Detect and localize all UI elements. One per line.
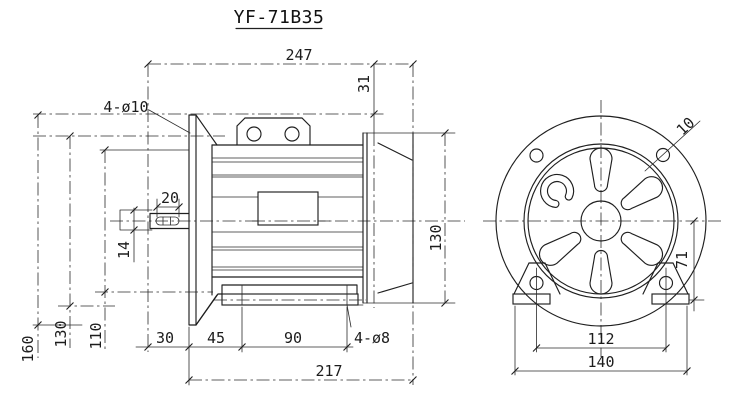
dim-fan-cover-diameter: 130 bbox=[427, 224, 445, 251]
extension-lines-dashdot bbox=[33, 64, 414, 385]
feet-side bbox=[195, 284, 366, 326]
dim-overall-length: 247 bbox=[285, 46, 312, 64]
flange-hole-leader bbox=[148, 109, 191, 134]
dim-shaft-extension: 30 bbox=[156, 329, 174, 347]
front-view bbox=[483, 100, 723, 357]
hub-circle bbox=[580, 200, 622, 242]
dim-spigot: 110 bbox=[87, 322, 105, 349]
slot-lower-left bbox=[538, 231, 582, 266]
dim-keyway-length: 20 bbox=[161, 189, 179, 207]
motor-body bbox=[211, 144, 364, 278]
front-dimensions: 10 71 112 140 bbox=[511, 114, 705, 376]
slot-top bbox=[589, 147, 613, 193]
flange-hole-dia-leader bbox=[644, 120, 701, 172]
slot-bottom bbox=[589, 249, 613, 295]
dim-flange-to-foot-hole: 45 bbox=[207, 329, 225, 347]
foot-pad-right bbox=[651, 293, 690, 305]
callout-flange-holes: 4-ø10 bbox=[103, 98, 148, 116]
dim-foot-hole-spacing: 90 bbox=[284, 329, 302, 347]
foot-pad-side bbox=[221, 293, 359, 306]
slot-lower-right bbox=[620, 231, 664, 266]
side-dimensions: 247 31 4-ø10 20 14 160 130 110 30 45 bbox=[19, 46, 449, 386]
fan-grille-slots bbox=[538, 147, 664, 295]
flange-circle bbox=[495, 115, 707, 327]
flange-hole-top-right bbox=[655, 147, 671, 163]
callout-foot-holes: 4-ø8 bbox=[354, 329, 390, 347]
slot-upper-left-crescent bbox=[540, 173, 575, 208]
dim-shaft-diameter: 14 bbox=[115, 241, 133, 259]
nameplate bbox=[257, 191, 319, 226]
terminal-box bbox=[236, 117, 311, 146]
dim-flange-od: 160 bbox=[19, 335, 37, 362]
dim-bolt-circle: 130 bbox=[52, 320, 70, 347]
keyway-slot bbox=[155, 216, 180, 226]
dim-fan-cover-offset: 31 bbox=[355, 75, 373, 93]
slot-upper-right bbox=[620, 176, 664, 211]
dim-frame-length: 217 bbox=[315, 362, 342, 380]
terminal-box-bolt-right bbox=[284, 126, 300, 142]
drawing-title: YF-71B35 bbox=[234, 7, 325, 28]
flange bbox=[188, 114, 218, 326]
fan-cover bbox=[362, 132, 456, 308]
foot-pad-left bbox=[512, 293, 551, 305]
dim-shaft-center-height: 71 bbox=[673, 251, 691, 269]
dim-foot-hole-cross-spacing: 112 bbox=[587, 330, 614, 348]
dim-base-width: 140 bbox=[587, 353, 614, 371]
side-view bbox=[110, 114, 465, 326]
foot-hole-leader bbox=[346, 304, 352, 328]
terminal-box-bolt-left bbox=[246, 126, 262, 142]
flange-hole-top-left bbox=[529, 148, 544, 163]
fan-cover-outer-circle bbox=[523, 143, 679, 299]
shaft bbox=[149, 212, 190, 230]
dim-flange-hole-dia: 10 bbox=[673, 114, 698, 139]
extension-lines bbox=[32, 149, 348, 386]
